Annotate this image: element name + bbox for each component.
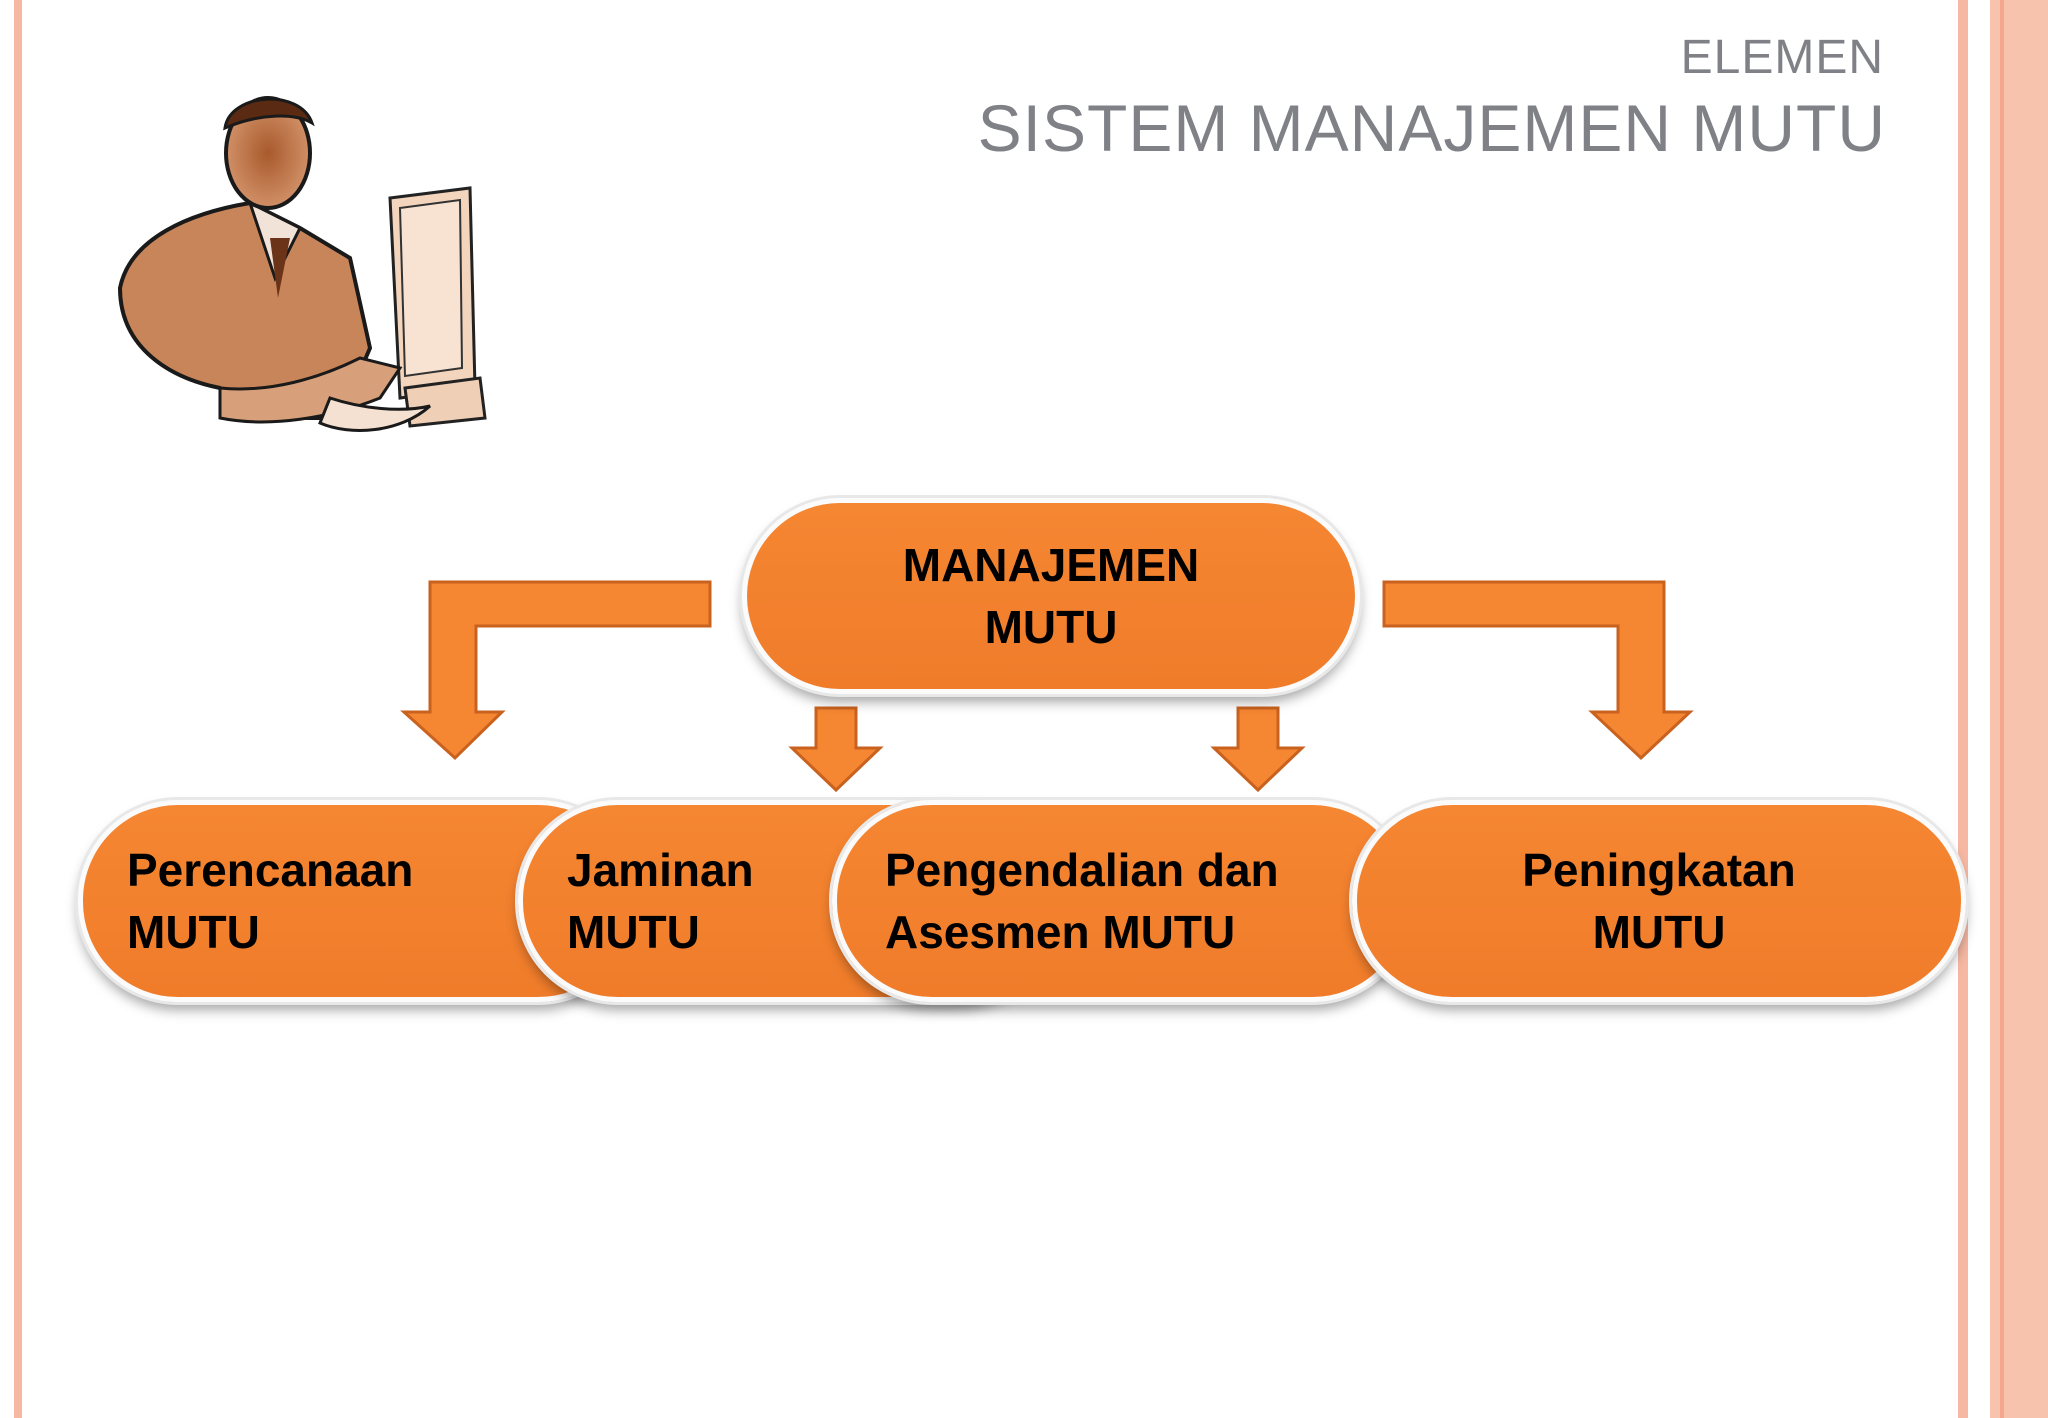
right-border-band (1990, 0, 2048, 1418)
root-node-manajemen-mutu: MANAJEMEN MUTU (742, 498, 1360, 694)
slide-title: SISTEM MANAJEMEN MUTU (977, 91, 1886, 165)
node-peningkatan-mutu: Peningkatan MUTU (1352, 800, 1966, 1002)
arrow-to-perencanaan (400, 580, 712, 761)
slide-subtitle: ELEMEN (1680, 31, 1884, 84)
root-node-label: MANAJEMEN MUTU (902, 539, 1200, 653)
businessman-computer-clipart (117, 96, 487, 432)
node-pengendalian-asesmen-mutu: Pengendalian dan Asesmen MUTU (832, 800, 1412, 1002)
arrow-to-peningkatan (1382, 580, 1694, 761)
left-border-stripe (14, 0, 22, 1418)
arrow-to-jaminan (788, 706, 884, 793)
right-border-line (2000, 0, 2004, 1418)
arrow-to-pengendalian (1210, 706, 1306, 793)
node-label: Pengendalian dan Asesmen MUTU (885, 844, 1279, 958)
node-label: Jaminan MUTU (567, 844, 754, 958)
node-label: Perencanaan MUTU (127, 844, 414, 958)
right-border-gap (1968, 0, 1990, 1418)
node-label: Peningkatan MUTU (1522, 844, 1796, 958)
right-border-stripe (1958, 0, 1968, 1418)
